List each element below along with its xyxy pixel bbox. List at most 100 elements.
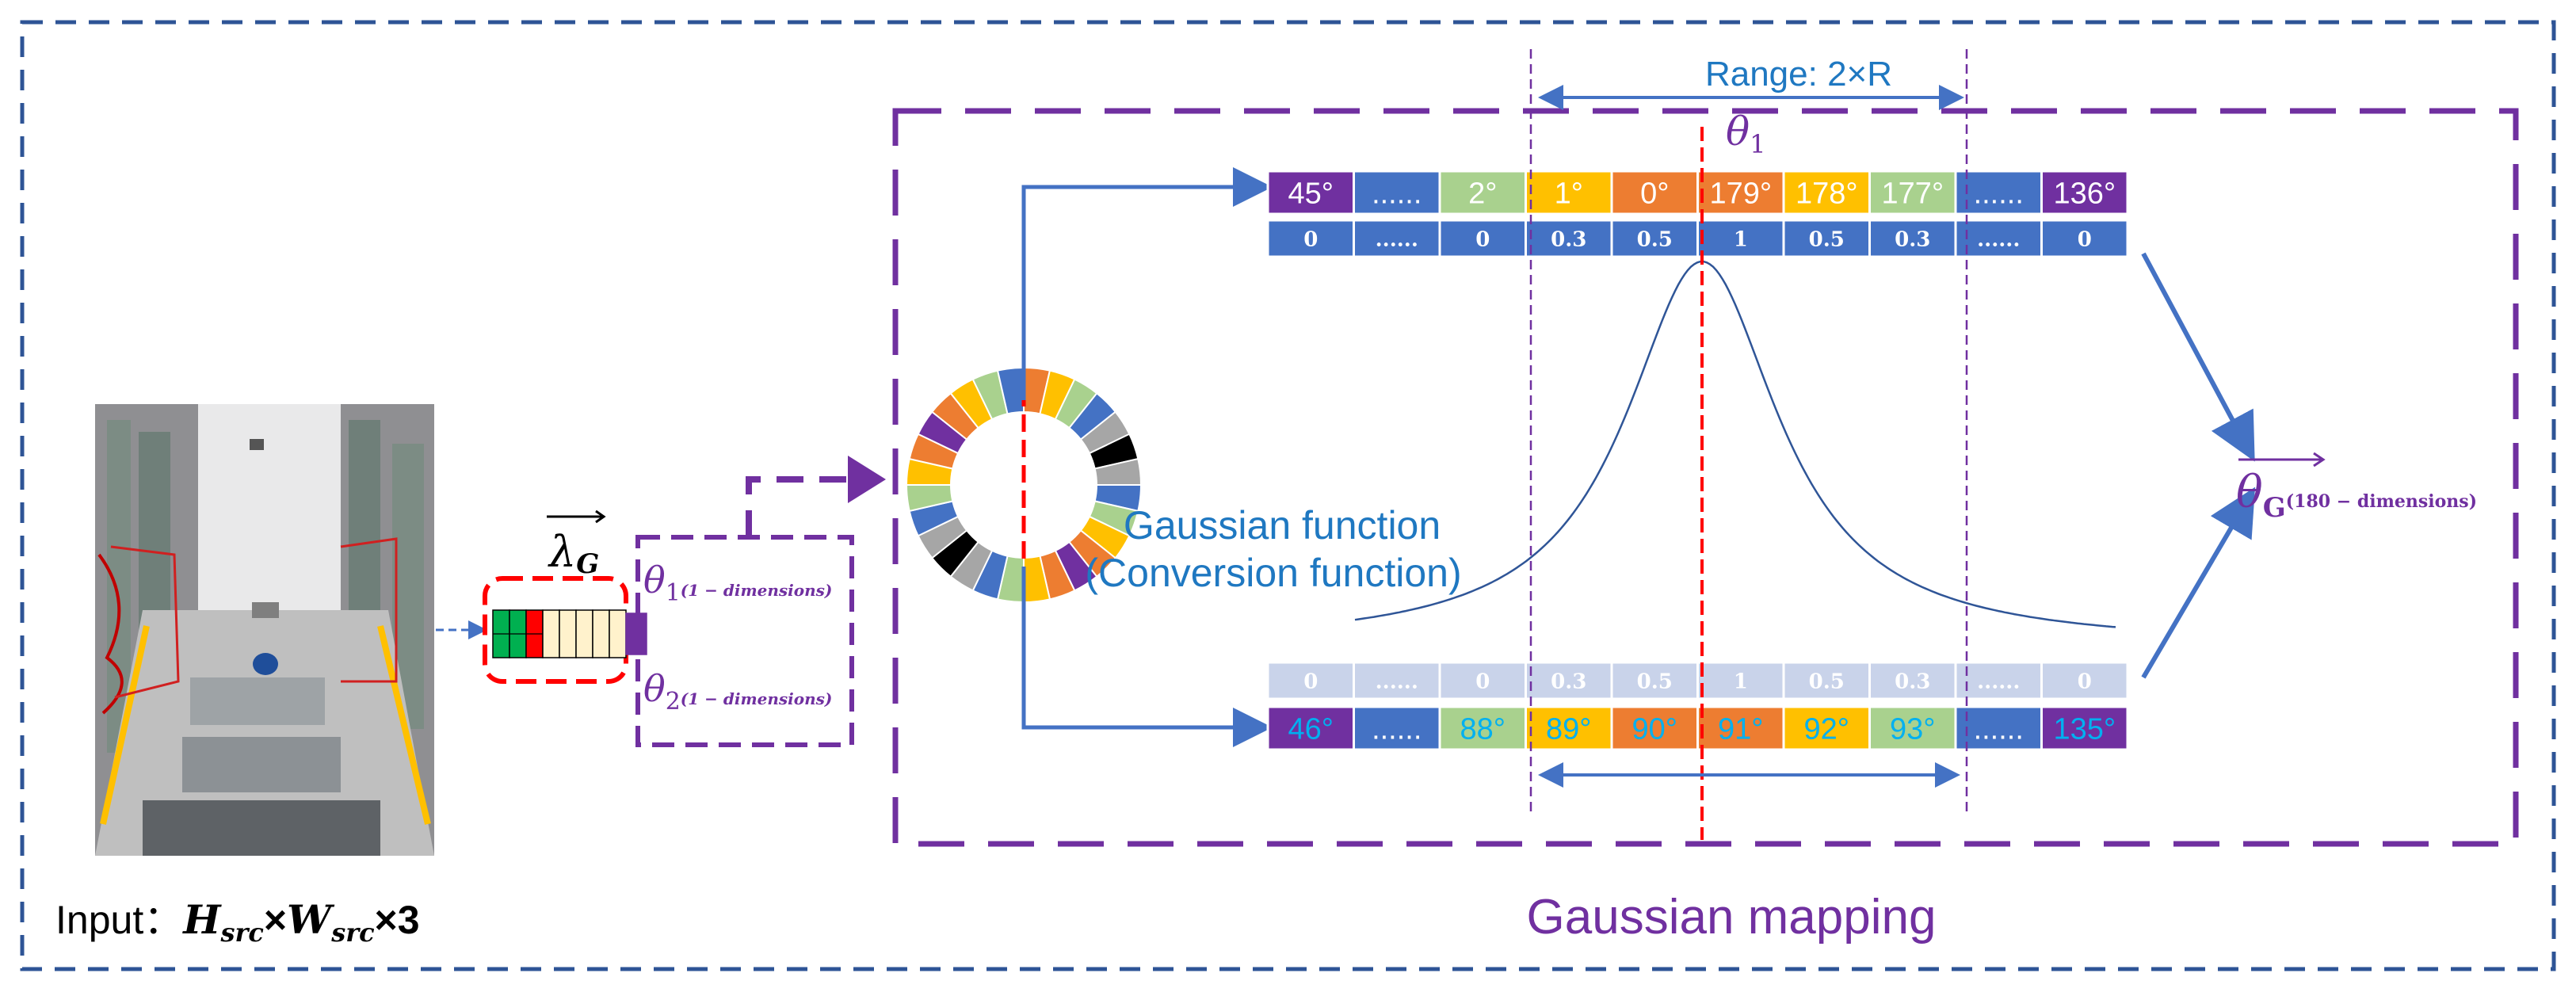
top-angle-text: ......	[1372, 177, 1422, 211]
theta1-top-label: θ1	[1726, 109, 1765, 159]
arrow-to-bottom-row	[1021, 567, 1273, 747]
top-angle-row: 45°...... 2° 1° 0° 179° 178° 177°...... 136°	[1266, 170, 2129, 216]
top-weight-cell: 0	[1266, 219, 1355, 258]
bottom-weight-cell: 0	[1266, 661, 1355, 700]
bottom-weight-cell: 0.5	[1782, 661, 1871, 700]
top-angle-cell: 178°	[1782, 170, 1871, 216]
top-angle-cell: ......	[1353, 170, 1441, 216]
top-angle-text: 178°	[1796, 177, 1858, 211]
lambda-label: λG	[547, 509, 606, 580]
bottom-weight-text: 0.5	[1637, 670, 1673, 693]
svg-text:λG: λG	[548, 527, 599, 580]
bottom-angle-text: 88°	[1460, 713, 1506, 746]
bottom-angle-text: 93°	[1890, 713, 1935, 746]
top-weight-text: 0.5	[1809, 227, 1845, 251]
bottom-weight-cell: 0.3	[1868, 661, 1957, 700]
top-weight-cell: 0	[1438, 219, 1527, 258]
top-weight-text: ......	[1376, 227, 1418, 251]
top-angle-text: 0°	[1640, 177, 1669, 211]
ring-segment	[996, 366, 1025, 415]
top-angle-cell: 0°	[1610, 170, 1699, 216]
gaussian-curve	[1354, 260, 2116, 628]
arrow-top-to-thetaG	[2141, 252, 2255, 462]
bottom-angle-cell: ......	[1353, 705, 1441, 751]
connector-arrowhead	[848, 456, 886, 503]
top-weight-cell: 0	[2040, 219, 2129, 258]
bottom-weight-text: 0	[1475, 670, 1490, 693]
top-weight-cell: 0.5	[1610, 219, 1699, 258]
bottom-angle-text: ......	[1974, 713, 2024, 746]
angle-ring	[905, 366, 1143, 604]
bottom-angle-cell: 46°	[1266, 705, 1355, 751]
bottom-weight-cell: ......	[1954, 661, 2043, 700]
vector-cell	[592, 609, 610, 658]
range-label: Range: 2×R	[1705, 55, 1892, 93]
connector-to-ring	[746, 476, 848, 537]
top-weight-text: ......	[1977, 227, 2020, 251]
bottom-weight-text: 0.3	[1895, 670, 1930, 693]
bottom-angle-text: 89°	[1546, 713, 1591, 746]
theta-output-box	[635, 535, 854, 747]
top-weight-cell: 1	[1696, 219, 1785, 258]
top-weight-text: 0.5	[1637, 227, 1673, 251]
bottom-angle-cell: 135°	[2040, 705, 2129, 751]
bottom-weight-cell: 0.5	[1610, 661, 1699, 700]
bottom-angle-cell: 93°	[1868, 705, 1957, 751]
bottom-angle-text: 92°	[1804, 713, 1849, 746]
bottom-angle-text: 90°	[1632, 713, 1677, 746]
top-weight-cell: 0.3	[1868, 219, 1957, 258]
outer-frame	[20, 20, 2556, 971]
bottom-angle-cell: 91°	[1696, 705, 1785, 751]
bottom-weight-cell: 1	[1696, 661, 1785, 700]
top-angle-text: 136°	[2053, 177, 2116, 211]
top-angle-cell: 1°	[1525, 170, 1613, 216]
top-angle-cell: 45°	[1266, 170, 1355, 216]
bottom-weight-text: 0.3	[1551, 670, 1586, 693]
top-angle-text: 2°	[1468, 177, 1497, 211]
bottom-weight-row: 0...... 0 0.3 0.5 1 0.5 0.3...... 0	[1266, 661, 2129, 700]
arrow-to-top-row	[1021, 167, 1273, 400]
top-angle-cell: 2°	[1438, 170, 1527, 216]
top-angle-text: 177°	[1881, 177, 1944, 211]
bottom-angle-cell: 92°	[1782, 705, 1871, 751]
bottom-angle-text: ......	[1372, 713, 1422, 746]
bottom-angle-cell: 88°	[1438, 705, 1527, 751]
bottom-weight-text: 0.5	[1809, 670, 1845, 693]
top-weight-cell: ......	[1353, 219, 1441, 258]
bottom-weight-cell: 0.3	[1525, 661, 1613, 700]
top-weight-cell: 0.3	[1525, 219, 1613, 258]
arrow-bottom-to-thetaG	[2141, 487, 2256, 679]
bottom-weight-cell: 0	[1438, 661, 1527, 700]
top-weight-text: 0.3	[1895, 227, 1930, 251]
bottom-weight-cell: 0	[2040, 661, 2129, 700]
bottom-weight-text: ......	[1977, 670, 2020, 693]
vector-cell	[575, 609, 593, 658]
top-weight-row: 0...... 0 0.3 0.5 1 0.5 0.3...... 0	[1266, 219, 2129, 258]
lambda-vector	[492, 609, 647, 658]
top-angle-cell: ......	[1954, 170, 2043, 216]
bottom-weight-text: ......	[1376, 670, 1418, 693]
top-angle-cell: 136°	[2040, 170, 2129, 216]
bottom-angle-text: 46°	[1288, 713, 1334, 746]
top-angle-cell: 177°	[1868, 170, 1957, 216]
input-image	[95, 404, 434, 856]
top-weight-text: 0	[2078, 227, 2092, 251]
top-angle-cell: 179°	[1696, 170, 1785, 216]
theta2-output-label: θ2(1 − dimensions)	[643, 667, 832, 716]
top-weight-cell: 0.5	[1782, 219, 1871, 258]
top-angle-text: ......	[1974, 177, 2024, 211]
top-weight-text: 0	[1475, 227, 1490, 251]
svg-text:θG(180 − dimensions): θG(180 − dimensions)	[2236, 467, 2477, 524]
bottom-angle-text: 135°	[2053, 713, 2116, 746]
bottom-weight-text: 0	[2078, 670, 2092, 693]
theta1-output-label: θ1(1 − dimensions)	[643, 559, 832, 607]
top-weight-cell: ......	[1954, 219, 2043, 258]
vector-cell	[542, 609, 560, 658]
bottom-weight-text: 1	[1734, 670, 1748, 693]
top-weight-text: 0	[1303, 227, 1318, 251]
bottom-angle-cell: 89°	[1525, 705, 1613, 751]
bottom-angle-row: 46°...... 88° 89° 90° 91° 92° 93°...... 135°	[1266, 705, 2129, 751]
section-title: Gaussian mapping	[1527, 890, 1937, 944]
theta-g-label: θG(180 − dimensions)	[2236, 452, 2477, 524]
gaussian-mapping-frame	[892, 108, 2519, 847]
